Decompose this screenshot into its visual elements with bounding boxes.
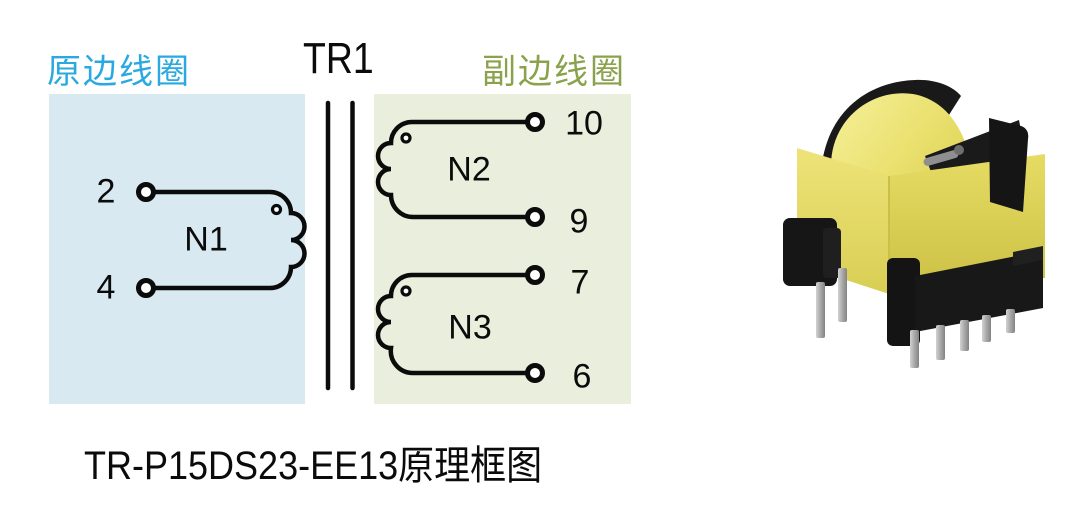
pin-number-2: 2 [96, 172, 116, 211]
left-pins [816, 268, 847, 338]
core-clamp-arm [989, 118, 1029, 212]
winding-n1-symbol [136, 182, 307, 298]
terminal-pin-10 [525, 112, 545, 132]
transformer-core-lines [325, 100, 355, 391]
ee13-transformer-photo [783, 79, 1045, 368]
terminal-pin-4 [136, 278, 156, 298]
right-pins [910, 309, 1015, 368]
primary-coil-label: 原边线圈 [47, 53, 191, 91]
schematic-drawing [136, 100, 545, 391]
diagram-caption-text: TR-P15DS23-EE13原理框图 [84, 444, 543, 488]
clamp-spring-tab [923, 145, 964, 166]
terminal-pin-6 [525, 363, 545, 383]
phase-dot-icon [400, 132, 412, 144]
secondary-winding-panel [374, 94, 631, 404]
pin-number-6: 6 [572, 357, 592, 396]
phase-dot-icon [270, 203, 283, 216]
transformer-designator: TR1 [303, 34, 374, 83]
terminal-pin-9 [525, 207, 545, 227]
primary-winding-panel [49, 94, 305, 404]
winding-name-n3: N3 [448, 308, 492, 347]
pin-number-9: 9 [569, 202, 589, 241]
diagram-caption: TR-P15DS23-EE13原理框图 [84, 433, 593, 491]
pin-number-7: 7 [570, 263, 590, 302]
terminal-pin-7 [525, 265, 545, 285]
pin-number-4: 4 [96, 268, 116, 307]
phase-dot-icon [400, 285, 412, 297]
winding-n3-symbol [375, 265, 545, 383]
winding-n2-symbol [375, 112, 545, 227]
winding-name-n2: N2 [447, 150, 491, 189]
bobbin-left-flange [783, 218, 841, 286]
winding-name-n1: N1 [184, 220, 228, 259]
secondary-coil-label: 副边线圈 [482, 53, 626, 91]
pin-number-10: 10 [565, 104, 603, 143]
terminal-pin-2 [136, 182, 156, 202]
